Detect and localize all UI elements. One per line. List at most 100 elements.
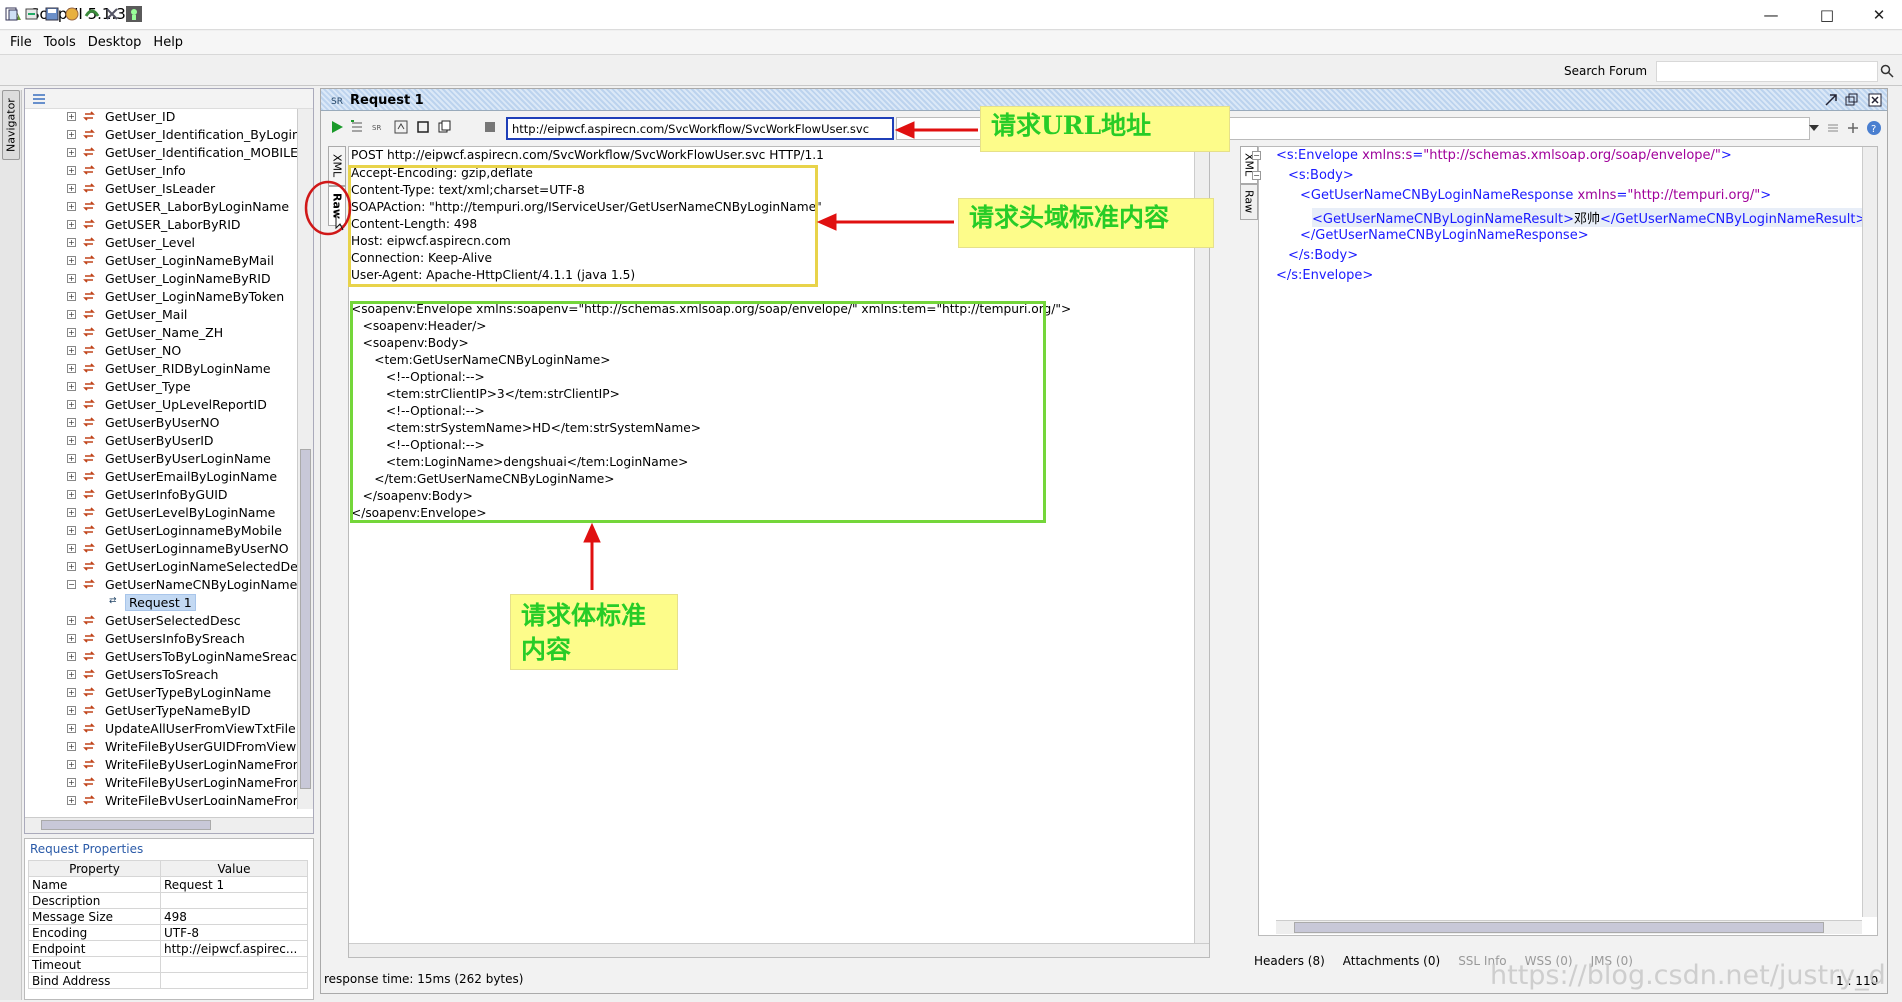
response-vertical-scrollbar[interactable] — [1862, 147, 1877, 917]
property-value-cell[interactable] — [160, 892, 308, 909]
chevron-down-icon[interactable] — [1808, 123, 1820, 133]
add-icon[interactable] — [1846, 121, 1860, 135]
expand-icon[interactable]: + — [67, 795, 76, 805]
tree-item[interactable]: +GetUser_NO — [25, 341, 297, 359]
response-xml-editor[interactable] — [1258, 146, 1878, 936]
endpoint-url-input[interactable]: http://eipwcf.aspirecn.com/SvcWorkflow/S… — [506, 117, 894, 140]
tree-item[interactable]: +GetUserTypeByLoginName — [25, 683, 297, 701]
expand-icon[interactable]: + — [67, 669, 76, 679]
tree-item[interactable]: +GetUserLoginNameSelectedDesc — [25, 557, 297, 575]
tree-vertical-scrollbar[interactable] — [297, 109, 313, 809]
response-raw-tab[interactable]: Raw — [1240, 184, 1258, 220]
expand-icon[interactable]: + — [67, 543, 76, 553]
expand-icon[interactable]: + — [67, 273, 76, 283]
ssl-info-tab[interactable]: SSL Info — [1458, 954, 1507, 968]
property-column-header[interactable]: Property — [28, 860, 161, 877]
tree-scroll-thumb[interactable] — [300, 449, 311, 789]
expand-icon[interactable]: + — [67, 435, 76, 445]
fold-icon[interactable]: − — [1252, 171, 1261, 180]
expand-icon[interactable]: + — [67, 381, 76, 391]
raw-request-editor[interactable] — [348, 146, 1210, 958]
tree-item[interactable]: +GetUserInfoByGUID — [25, 485, 297, 503]
detach-icon[interactable] — [1824, 93, 1838, 107]
help-icon[interactable]: ? — [1866, 120, 1882, 136]
tree-item[interactable]: +GetUser_Level — [25, 233, 297, 251]
menu-desktop[interactable]: Desktop — [87, 35, 142, 50]
forum-icon[interactable] — [64, 6, 80, 22]
value-column-header[interactable]: Value — [160, 860, 308, 877]
expand-icon[interactable]: + — [67, 705, 76, 715]
fold-icon[interactable]: − — [1252, 151, 1261, 160]
expand-icon[interactable]: + — [67, 651, 76, 661]
tree-item[interactable]: +GetUSER_LaborByRID — [25, 215, 297, 233]
new-project-icon[interactable] — [4, 6, 20, 22]
expand-icon[interactable]: + — [67, 453, 76, 463]
tree-item[interactable]: +GetUserLoginnameByUserNO — [25, 539, 297, 557]
tree-item[interactable]: +GetUser_LoginNameByMail — [25, 251, 297, 269]
tree-item[interactable]: +GetUserByUserID — [25, 431, 297, 449]
submit-request-icon[interactable] — [330, 120, 344, 134]
expand-icon[interactable]: + — [67, 309, 76, 319]
property-row[interactable]: Description — [28, 892, 308, 909]
expand-icon[interactable]: + — [67, 129, 76, 139]
expand-icon[interactable]: + — [67, 399, 76, 409]
tree-item[interactable]: +GetUsersInfoBySreach — [25, 629, 297, 647]
tree-item[interactable]: +GetUser_LoginNameByToken — [25, 287, 297, 305]
request-vertical-scrollbar[interactable] — [1194, 147, 1209, 943]
collapse-icon[interactable]: − — [67, 579, 76, 589]
expand-icon[interactable]: + — [67, 255, 76, 265]
tree-item[interactable]: +UpdateAllUserFromViewTxtFile — [25, 719, 297, 737]
copy-icon[interactable] — [438, 120, 452, 134]
tree-item[interactable]: +GetUsersToByLoginNameSreach — [25, 647, 297, 665]
expand-icon[interactable]: + — [67, 759, 76, 769]
expand-icon[interactable]: + — [67, 327, 76, 337]
expand-icon[interactable]: + — [67, 723, 76, 733]
tree-item[interactable]: +WriteFileByUserGUIDFromView — [25, 737, 297, 755]
tree-item[interactable]: +WriteFileByUserLoginNameFromC — [25, 755, 297, 773]
property-value-cell[interactable]: UTF-8 — [160, 924, 308, 941]
tree-item[interactable]: −GetUserNameCNByLoginName — [25, 575, 297, 593]
tree-item[interactable]: +GetUserLoginnameByMobile — [25, 521, 297, 539]
tree-item[interactable]: +GetUser_UpLevelReportID — [25, 395, 297, 413]
menu-tools[interactable]: Tools — [43, 35, 76, 50]
expand-icon[interactable]: + — [67, 237, 76, 247]
expand-icon[interactable]: + — [67, 111, 76, 121]
create-mock-icon[interactable] — [394, 120, 408, 134]
tree-item[interactable]: +GetUser_Identification_MOBILETE — [25, 143, 297, 161]
expand-icon[interactable]: + — [67, 525, 76, 535]
save-all-icon[interactable] — [44, 6, 60, 22]
expand-icon[interactable]: + — [67, 777, 76, 787]
tree-item[interactable]: +GetUser_Mail — [25, 305, 297, 323]
tree-item[interactable]: +WriteFileByUserLoginNameFromT — [25, 773, 297, 791]
expand-icon[interactable]: + — [67, 561, 76, 571]
tree-item[interactable]: +GetUser_ID — [25, 107, 297, 125]
tree-item[interactable]: +GetUserEmailByLoginName — [25, 467, 297, 485]
expand-icon[interactable]: + — [67, 507, 76, 517]
property-value-cell[interactable] — [160, 956, 308, 973]
restore-icon[interactable] — [1844, 93, 1858, 107]
tree-item[interactable]: +GetUser_IsLeader — [25, 179, 297, 197]
response-hscroll-thumb[interactable] — [1294, 922, 1824, 933]
tree-item[interactable]: +GetUserSelectedDesc — [25, 611, 297, 629]
tree-item[interactable]: +GetUSER_LaborByLoginName — [25, 197, 297, 215]
add-to-testcase-icon[interactable]: SR — [372, 120, 386, 134]
request-xml-tab[interactable]: XML — [328, 146, 346, 186]
minimize-button[interactable]: — — [1763, 6, 1779, 24]
tree-item[interactable]: +GetUser_LoginNameByRID — [25, 269, 297, 287]
property-row[interactable]: Bind Address — [28, 972, 308, 989]
expand-icon[interactable]: + — [67, 291, 76, 301]
wss-tab[interactable]: WSS (0) — [1524, 954, 1573, 968]
menu-help[interactable]: Help — [153, 35, 184, 50]
list-icon[interactable] — [33, 94, 45, 104]
tree-item[interactable]: +GetUserByUserLoginName — [25, 449, 297, 467]
proxy-icon[interactable] — [126, 6, 142, 22]
request-raw-tab[interactable]: Raw — [328, 186, 346, 226]
import-project-icon[interactable] — [24, 6, 40, 22]
clone-request-icon[interactable] — [416, 120, 430, 134]
tree-horizontal-scrollbar[interactable] — [25, 817, 313, 833]
expand-icon[interactable]: + — [67, 363, 76, 373]
tree-item[interactable]: +WriteFileByUserLoginNameFromV — [25, 791, 297, 805]
close-request-icon[interactable] — [1868, 93, 1882, 107]
